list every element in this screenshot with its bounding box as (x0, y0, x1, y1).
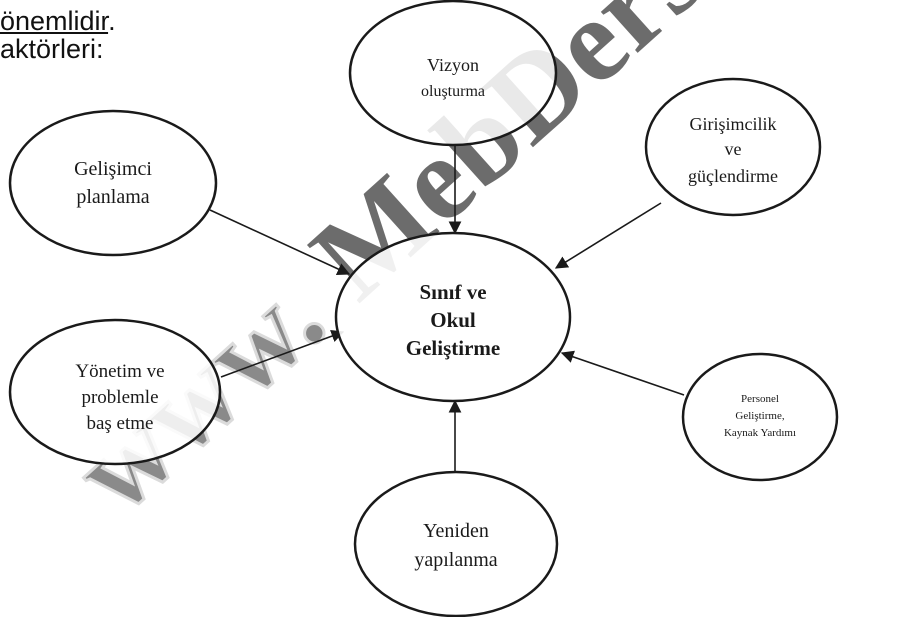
node-personel-line-2: Geliştirme, (735, 410, 784, 422)
node-vizyon-line-1: Vizyon (427, 55, 479, 75)
center-ellipse (334, 231, 572, 403)
node-yeniden-ellipse (353, 470, 559, 617)
node-yeniden-line-1: Yeniden (423, 520, 489, 542)
center-label-line-2: Okul (430, 308, 476, 332)
center-node: Sınıf ve Okul Geliştirme (334, 231, 572, 403)
node-yonetim-ellipse (8, 318, 222, 466)
node-gelisimci-ellipse (8, 109, 218, 257)
node-girisimcilik-line-3: güçlendirme (688, 166, 778, 186)
node-gelisimci-line-2: planlama (76, 186, 149, 208)
node-girisimcilik-line-2: ve (725, 139, 742, 159)
arrow-yonetim-to-center (220, 329, 345, 378)
node-yeniden: Yeniden yapılanma (353, 470, 559, 617)
node-gelisimci: Gelişimci planlama (8, 109, 218, 257)
node-vizyon-line-2: oluşturma (421, 83, 485, 100)
node-yonetim: Yönetim ve problemle baş etme (8, 318, 222, 466)
node-yonetim-line-2: problemle (81, 387, 158, 408)
arrow-gelisimci-to-center (209, 209, 351, 275)
arrow-girisimcilik-to-center (554, 202, 662, 269)
node-girisimcilik: Girişimcilik ve güçlendirme (644, 77, 822, 217)
node-personel: Personel Geliştirme, Kaynak Yardımı (681, 352, 839, 482)
node-vizyon: Vizyon oluşturma (348, 0, 558, 147)
node-yonetim-line-3: baş etme (86, 413, 153, 434)
arrow-personel-to-center (560, 350, 685, 396)
arrows-group (209, 146, 685, 471)
node-yeniden-line-2: yapılanma (414, 549, 497, 571)
center-label-line-3: Geliştirme (406, 336, 500, 360)
node-personel-ellipse (681, 352, 839, 482)
node-personel-line-1: Personel (741, 393, 779, 405)
node-yonetim-line-1: Yönetim ve (75, 361, 164, 382)
center-label-line-1: Sınıf ve (419, 280, 486, 304)
heading-line-2: aktörleri: (0, 34, 104, 64)
node-personel-line-3: Kaynak Yardımı (724, 427, 796, 439)
heading-line-1: önemlidir. (0, 8, 116, 35)
node-girisimcilik-line-1: Girişimcilik (690, 114, 777, 134)
node-girisimcilik-ellipse (644, 77, 822, 217)
node-gelisimci-line-1: Gelişimci (74, 158, 152, 180)
heading-line-1-rest: . (108, 6, 116, 36)
node-vizyon-ellipse (348, 0, 558, 147)
heading-underlined-word: önemlidir (0, 6, 109, 36)
